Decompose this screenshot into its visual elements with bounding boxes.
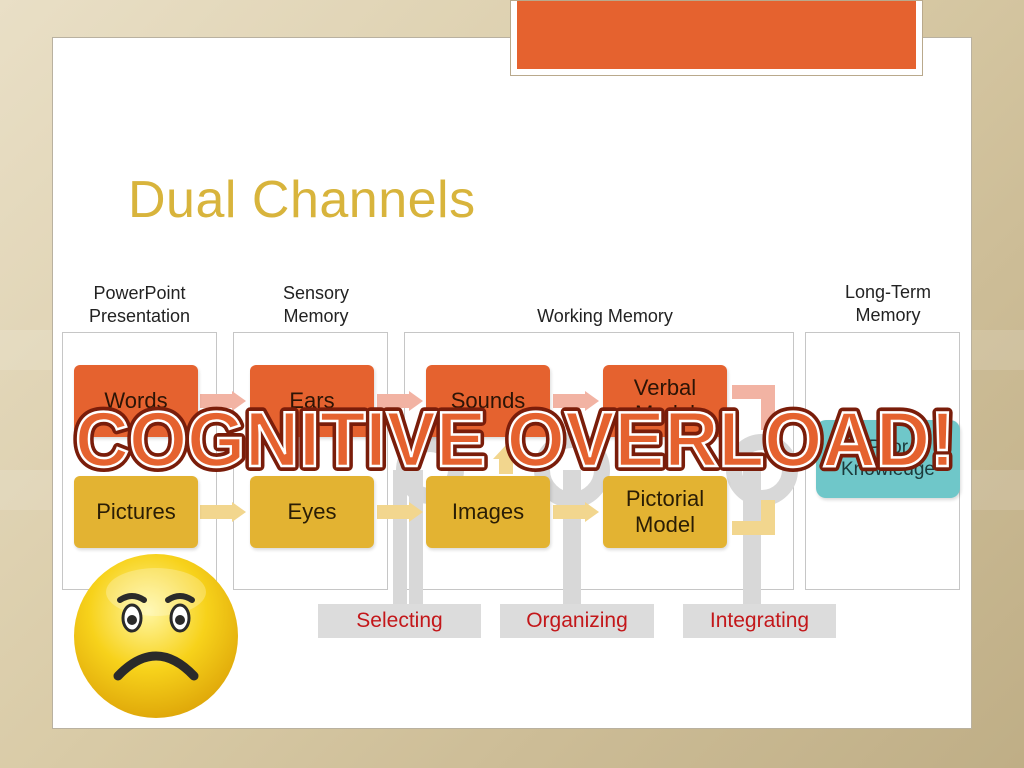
flow-arrow-sounds-verbal (553, 394, 585, 408)
process-label-organizing: Organizing (500, 604, 654, 638)
flow-arrow-pictures-eyes (200, 505, 232, 519)
column-label-line: Memory (855, 305, 921, 325)
flow-arrowhead (232, 502, 246, 522)
flow-arrow-ears-sounds (377, 394, 409, 408)
overload-text-shadow: COGNITIVE OVERLOAD! (75, 395, 955, 483)
flow-arrowhead (232, 391, 246, 411)
flow-arrow-eyes-images (377, 505, 409, 519)
cognitive-overload-banner: COGNITIVE OVERLOAD! COGNITIVE OVERLOAD! (70, 390, 960, 488)
connector-node (534, 432, 610, 508)
slide-title: Dual Channels (128, 171, 476, 229)
header-accent-tab (510, 0, 923, 76)
column-label-presentation: PowerPoint Presentation (62, 282, 217, 328)
column-label-line: Working Memory (537, 306, 673, 326)
column-label-line: Memory (283, 306, 349, 326)
node-sounds: Sounds (426, 365, 550, 437)
column-label-sensory: Sensory Memory (236, 282, 396, 328)
flow-arrowhead (409, 391, 423, 411)
node-prior-knowledge: Prior Knowledge (816, 420, 960, 498)
flow-arrow-words-ears (200, 394, 232, 408)
sad-face-emoji-icon (74, 554, 238, 718)
flow-arrow-images-pictorial (553, 505, 585, 519)
node-pictorial-model: Pictorial Model (603, 476, 727, 548)
node-pictures: Pictures (74, 476, 198, 548)
node-eyes: Eyes (250, 476, 374, 548)
header-accent-fill (517, 1, 916, 69)
column-label-working: Working Memory (405, 305, 805, 328)
connector-node (726, 434, 798, 506)
column-label-line: Sensory (282, 283, 350, 303)
flow-arrowhead (585, 502, 599, 522)
up-arrow-shaft (499, 458, 513, 474)
verbal-return-arrow (732, 385, 775, 430)
up-arrow-sounds-images (493, 445, 519, 459)
node-verbal-model: Verbal Model (603, 365, 727, 437)
node-words: Words (74, 365, 198, 437)
column-label-line: PowerPoint (93, 283, 186, 303)
pictorial-return-arrow (732, 500, 775, 535)
process-label-selecting: Selecting (318, 604, 481, 638)
node-images: Images (426, 476, 550, 548)
process-label-integrating: Integrating (683, 604, 836, 638)
flow-arrowhead (585, 391, 599, 411)
node-ears: Ears (250, 365, 374, 437)
flow-arrowhead (409, 502, 423, 522)
column-label-line: Presentation (88, 306, 191, 326)
column-label-line: Long-Term (844, 282, 932, 302)
column-label-longterm: Long-Term Memory (808, 281, 968, 327)
overload-text: COGNITIVE OVERLOAD! (75, 395, 955, 483)
